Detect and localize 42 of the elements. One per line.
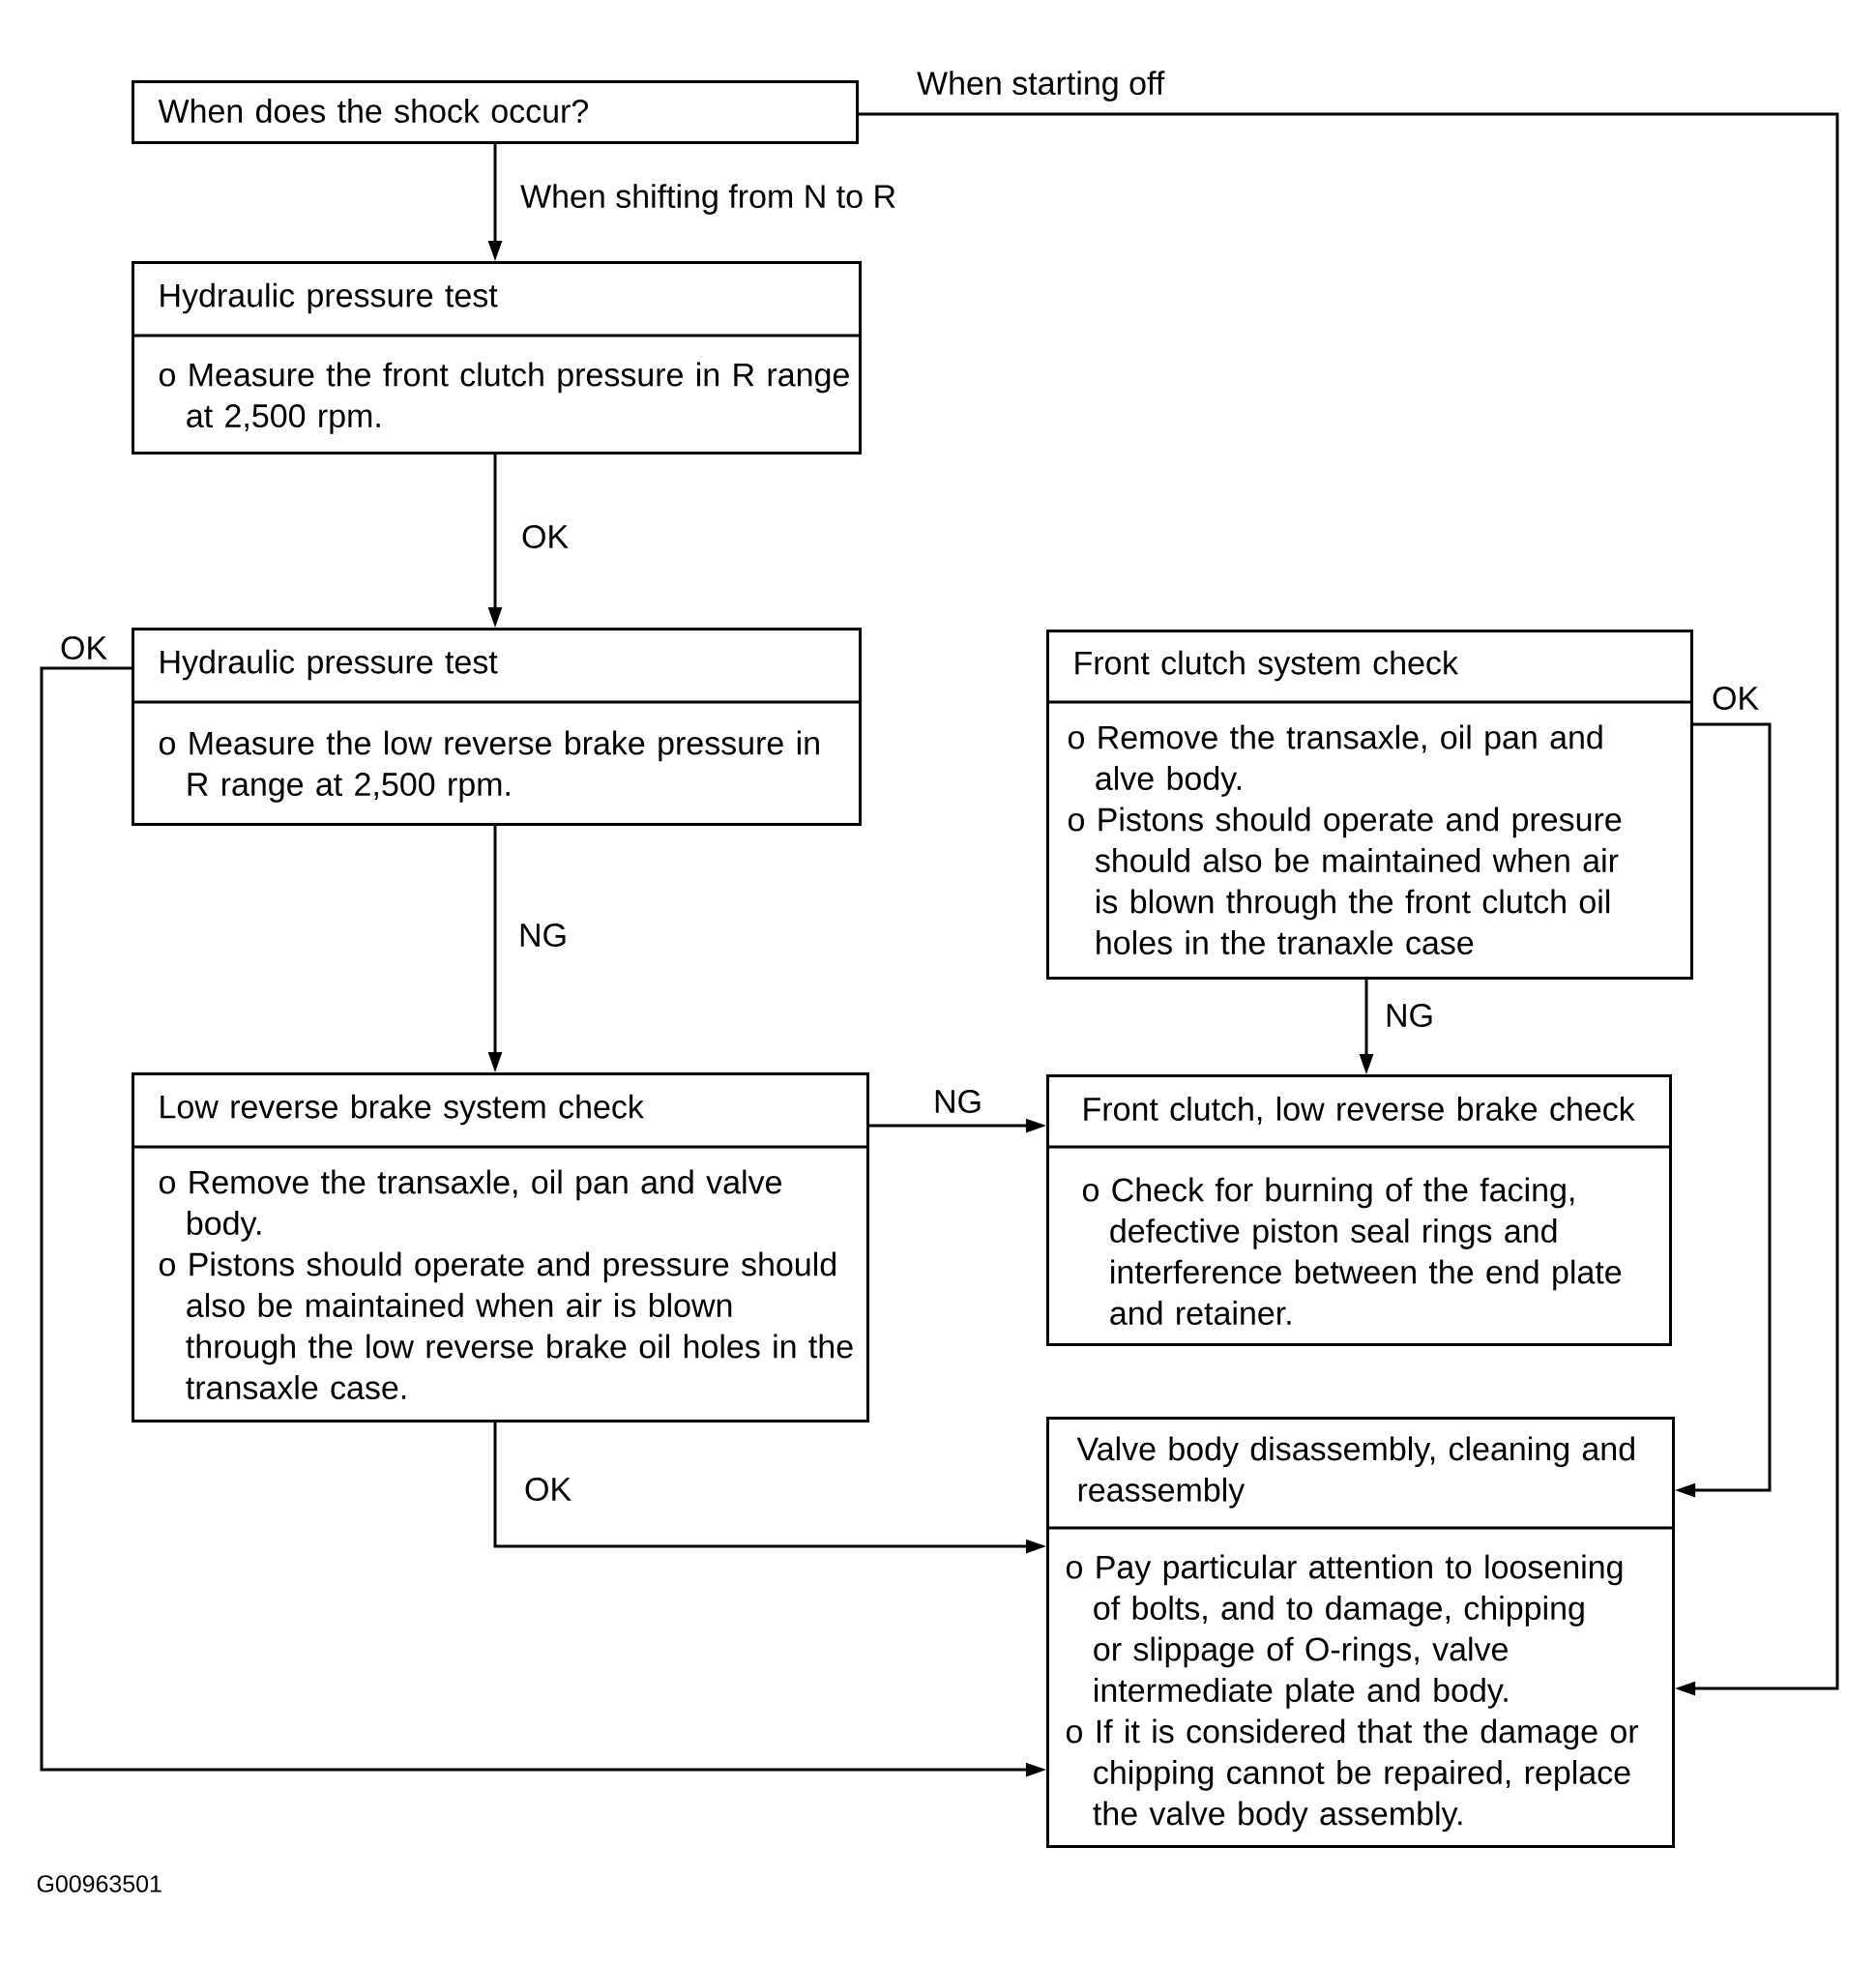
arrow [859,112,1839,1696]
edge-label: OK [1708,683,1763,714]
process-box [132,1072,869,1422]
process-box [132,80,859,144]
step-title: Low reverse brake system check [161,1094,644,1126]
list-item: o Pistons should operate and pressure should also be maintained when air is blown through the low reverse brake oil holes in the transaxle case. [159,1251,853,1400]
list-item: o Pistons should operate and presure should also be maintained when air is blown through the front clutch oil holes in the tranaxle case [1068,807,1622,955]
step-title: When does the shock occur? [158,99,588,123]
edge-label: NG [1381,1000,1438,1031]
edge-label: NG [929,1086,986,1117]
process-box [1046,1417,1675,1848]
process-box [132,261,862,455]
arrow [1675,722,1772,1498]
arrow [487,826,503,1072]
arrow [493,1422,1046,1554]
edge-label: OK [520,1474,575,1505]
list-item: o If it is considered that the damage or chipping cannot be repaired, replace the valve body assembly. [1066,1718,1639,1833]
edge-label: When shifting from N to R [516,180,900,219]
process-box [1046,1074,1672,1346]
arrow [487,144,503,261]
edge-label: When starting off [913,67,1168,105]
arrow [487,455,503,628]
list-item: o Remove the transaxle, oil pan and valve body. [159,1169,781,1242]
step-title: Front clutch, low reverse brake check [1084,1097,1635,1125]
edge-label: OK [517,521,572,552]
edge-label: NG [514,920,572,951]
arrow [1359,980,1374,1074]
arrow [40,666,1046,1777]
step-title: Hydraulic pressure test [161,649,498,681]
step-title: Hydraulic pressure test [161,282,498,314]
edge-label: OK [56,632,111,663]
process-box [1046,630,1693,980]
list-item: o Pay particular attention to loosening of bolts, and to damage, chipping or slippage of O-rings, valve intermediate plate and body. [1066,1554,1623,1709]
step-title: Valve body disassembly, cleaning and reassembly [1076,1436,1634,1509]
arrow [869,1118,1046,1133]
process-box [132,628,862,826]
list-item: o Remove the transaxle, oil pan and alve body. [1068,724,1602,797]
figure-number: G00963501 [37,1875,161,1892]
list-item: o Measure the front clutch pressure in R range at 2,500 rpm. [159,362,849,434]
step-title: Front clutch system check [1075,650,1458,682]
list-item: o Check for burning of the facing, defective piston seal rings and interference between the end plate and retainer. [1082,1177,1622,1326]
list-item: o Measure the low reverse brake pressure in R range at 2,500 rpm. [159,730,819,803]
